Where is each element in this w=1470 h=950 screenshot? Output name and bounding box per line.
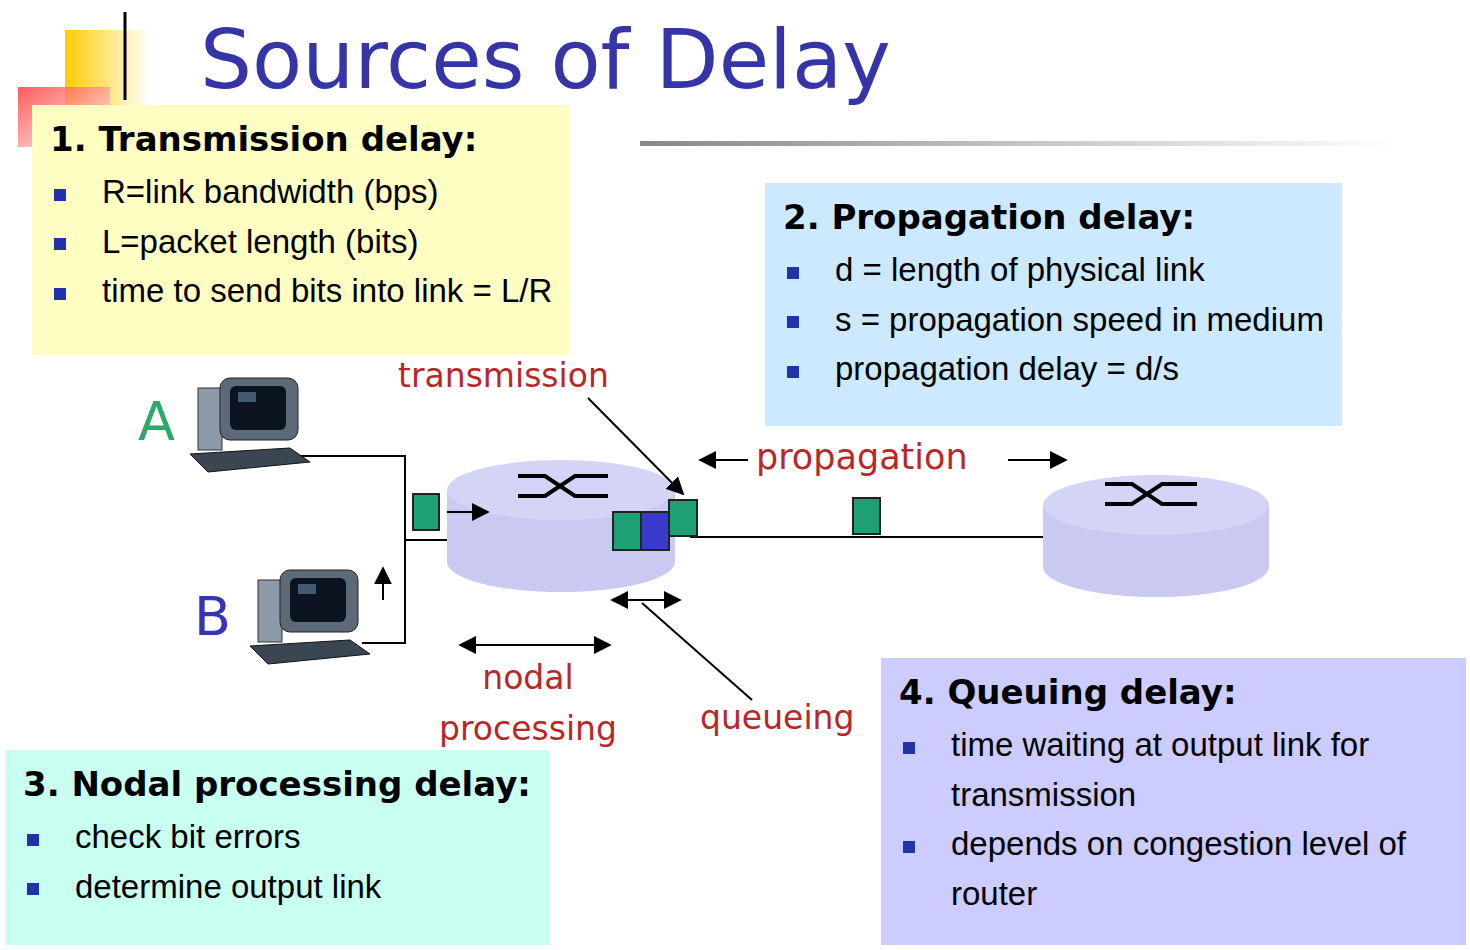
bullet-text: determine output link <box>23 862 531 912</box>
propagation-box: 2. Propagation delay: d = length of physi… <box>765 183 1342 426</box>
upload-arrow <box>382 568 384 600</box>
computer-icon <box>190 378 310 472</box>
host-label: B <box>194 585 231 650</box>
link-wire <box>690 536 1045 538</box>
bullet-text: check bit errors <box>23 812 531 862</box>
bullet-text: time to send bits into link = L/R <box>50 266 552 316</box>
box-heading: 2. Propagation delay: <box>783 195 1324 239</box>
leader-line <box>460 398 1066 700</box>
title-decor <box>124 12 127 100</box>
delay-label: transmission <box>398 356 609 396</box>
delay-label: propagation <box>756 436 968 478</box>
box-heading: 1. Transmission delay: <box>50 117 552 161</box>
box-heading: 4. Queuing delay: <box>899 670 1448 714</box>
router-symbol <box>1043 475 1269 597</box>
packet-arrow <box>447 511 488 513</box>
transmission-box: 1. Transmission delay: R=link bandwidth (… <box>32 105 570 355</box>
bullet-text: d = length of physical link <box>783 245 1324 295</box>
processing-box: 3. Nodal processing delay: check bit erro… <box>5 750 549 945</box>
computer-icon <box>250 570 370 664</box>
bullet-text: L=packet length (bits) <box>50 217 552 267</box>
title-rule <box>640 141 1400 146</box>
bullet-text: propagation delay = d/s <box>783 344 1324 394</box>
bullet-text: s = propagation speed in medium <box>783 295 1324 345</box>
host-label: A <box>138 390 175 455</box>
router-symbol <box>447 460 675 592</box>
packet <box>413 494 880 550</box>
slide-title: Sources of Delay <box>200 12 891 107</box>
delay-label: nodal processing <box>418 652 638 754</box>
bullet-text: depends on congestion level of router <box>899 819 1448 918</box>
delay-label: queueing <box>700 698 854 738</box>
bullet-text: R=link bandwidth (bps) <box>50 167 552 217</box>
bullet-text: time waiting at output link for transmis… <box>899 720 1448 819</box>
queuing-box: 4. Queuing delay: time waiting at output … <box>881 658 1466 945</box>
box-heading: 3. Nodal processing delay: <box>23 762 531 806</box>
